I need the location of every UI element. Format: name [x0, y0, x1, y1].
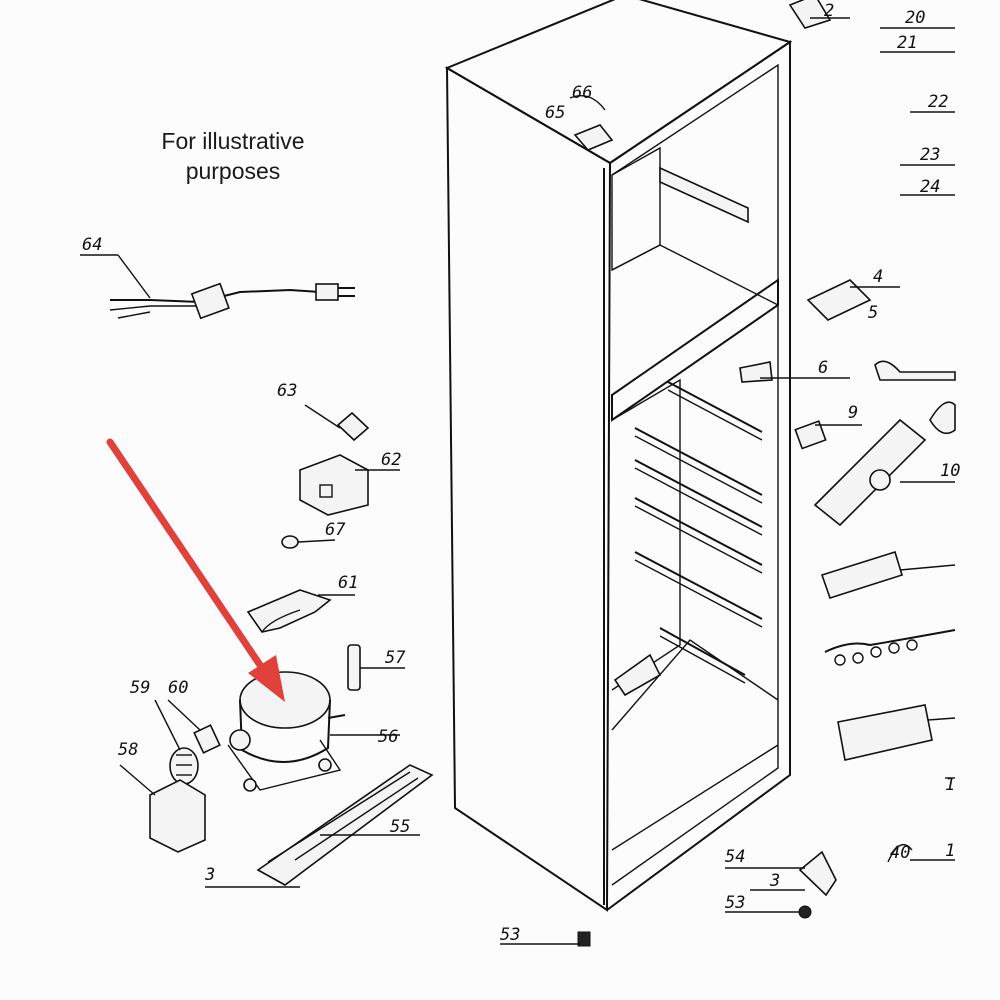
power-cord-part — [80, 254, 355, 320]
bracket-part — [246, 589, 355, 633]
label-62: 62 — [381, 450, 401, 470]
label-22: 22 — [928, 92, 948, 112]
label-6: 6 — [818, 358, 828, 378]
capacitor-part — [347, 644, 405, 691]
relay-parts — [281, 404, 400, 549]
label-4: 4 — [873, 267, 883, 287]
label-40: 40 — [890, 843, 910, 863]
base-plate-part — [205, 764, 434, 888]
label-58: 58 — [118, 740, 138, 760]
caption-line-2: purposes — [185, 158, 281, 184]
label-5: 5 — [868, 303, 878, 323]
cabinet — [444, 0, 793, 912]
label-2: 2 — [824, 1, 834, 21]
label-57: 57 — [385, 648, 406, 668]
label-54: 54 — [725, 847, 745, 867]
leveling-foot-part — [500, 931, 591, 947]
label-56: 56 — [378, 727, 398, 747]
label-59: 59 — [130, 678, 150, 698]
overload-relay-parts — [119, 699, 221, 853]
label-66: 66 — [572, 83, 592, 103]
label-20: 20 — [905, 8, 925, 28]
part-labels: 2 20 21 22 23 24 4 5 6 9 10 64 63 62 67 … — [82, 1, 960, 945]
label-63: 63 — [277, 381, 297, 401]
label-64: 64 — [82, 235, 102, 255]
label-67: 67 — [325, 520, 346, 540]
illustrative-caption: For illustrative purposes — [108, 126, 358, 186]
label-61: 61 — [338, 573, 358, 593]
label-3-right: 3 — [769, 871, 780, 891]
label-1-lower: 1 — [945, 841, 955, 861]
label-10: 10 — [940, 461, 960, 481]
label-53-bottom: 53 — [500, 925, 520, 945]
caption-line-1: For illustrative — [161, 128, 305, 154]
label-24: 24 — [920, 177, 940, 197]
label-9: 9 — [848, 403, 858, 423]
bottom-hinge-parts — [725, 850, 837, 919]
label-65: 65 — [545, 103, 565, 123]
compressor-part — [227, 671, 400, 792]
label-55: 55 — [390, 817, 410, 837]
shelf-rails — [634, 381, 763, 684]
label-53-right: 53 — [725, 893, 745, 913]
red-arrow-pointer — [106, 438, 285, 702]
label-21: 21 — [897, 33, 917, 53]
label-60: 60 — [168, 678, 188, 698]
right-side-parts — [739, 0, 956, 863]
label-23: 23 — [920, 145, 940, 165]
label-3-left: 3 — [204, 865, 215, 885]
label-1-upper: 1 — [945, 775, 955, 795]
